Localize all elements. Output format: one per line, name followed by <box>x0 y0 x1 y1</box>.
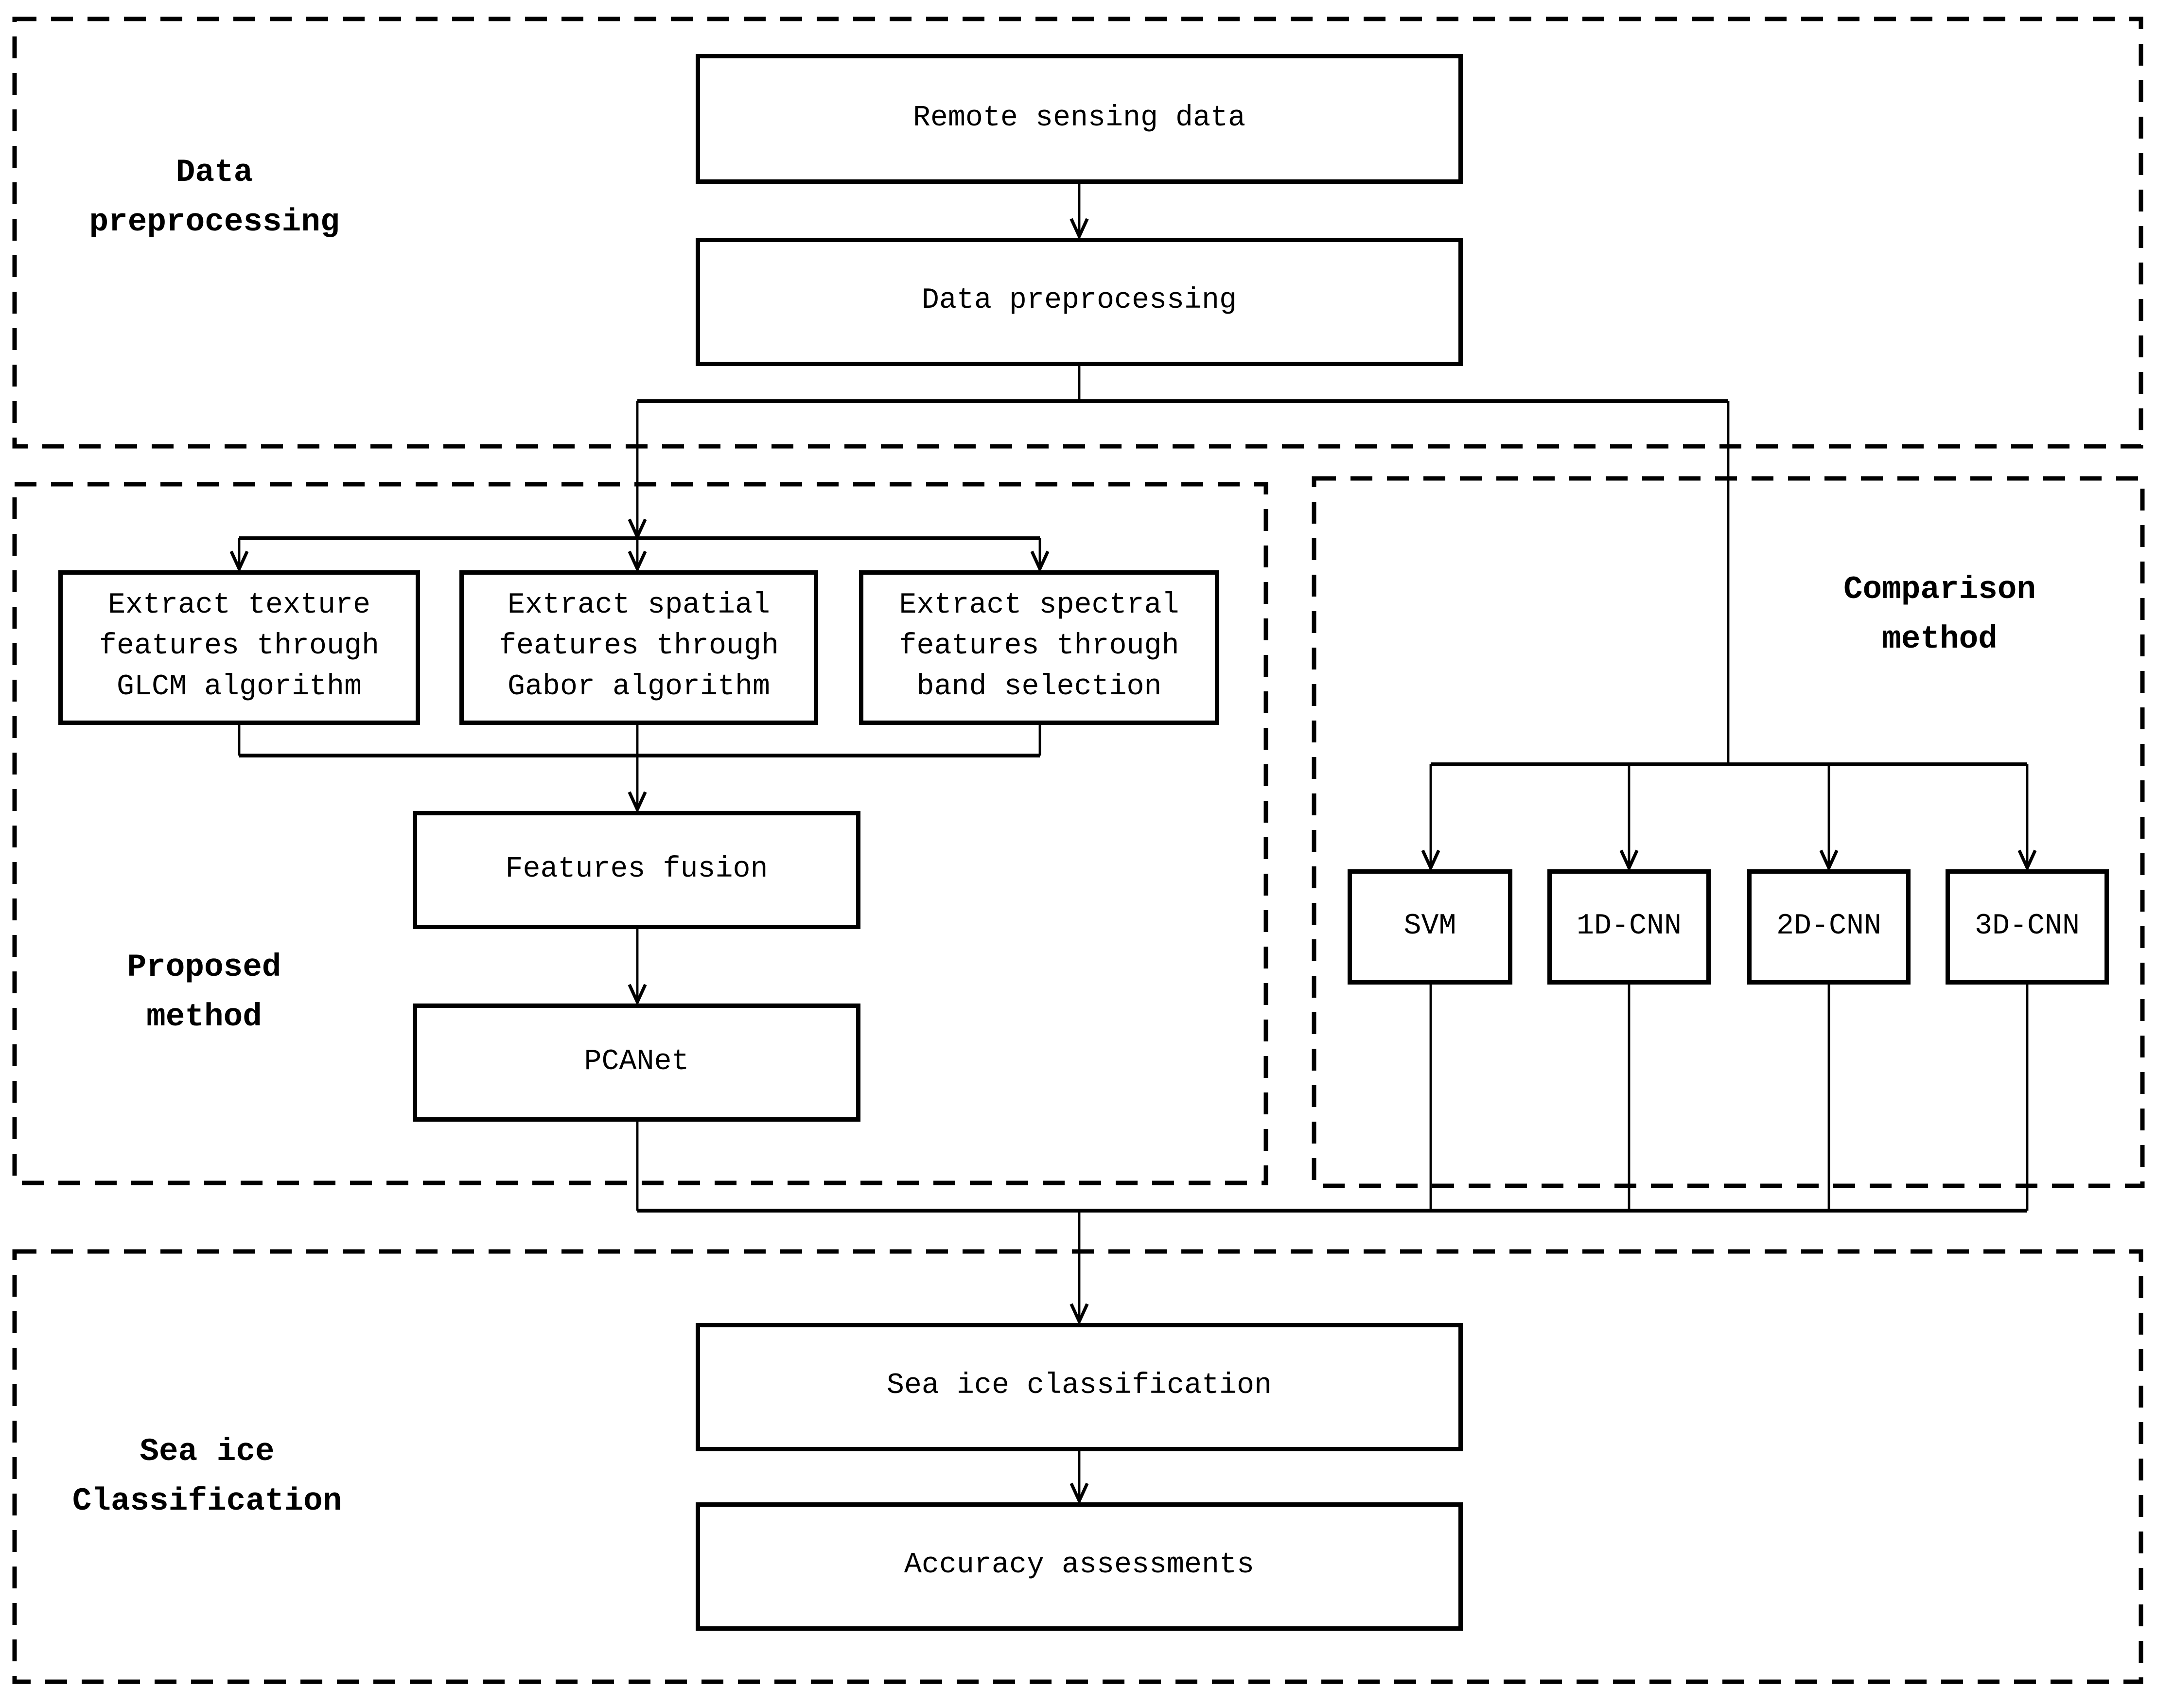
node-3d-cnn: 3D-CNN <box>1946 869 2109 985</box>
connector-lines <box>238 184 2029 1499</box>
node-pcanet: PCANet <box>413 1004 860 1122</box>
node-extract-spectral-band-selection: Extract spectral features through band s… <box>859 570 1219 725</box>
node-svm: SVM <box>1348 869 1512 985</box>
arrowheads <box>229 218 2037 1505</box>
section-label-proposed-method: Proposed method <box>127 950 281 1036</box>
section-border-proposed-method <box>12 482 1268 1185</box>
section-border-data-preprocessing <box>12 17 2143 449</box>
node-2d-cnn: 2D-CNN <box>1747 869 1911 985</box>
section-border-sea-ice-classification <box>12 1249 2143 1684</box>
node-extract-texture-glcm: Extract texture features through GLCM al… <box>58 570 420 725</box>
section-label-comparison-method: Comparison method <box>1843 572 2036 658</box>
node-extract-spatial-gabor: Extract spatial features through Gabor a… <box>459 570 818 725</box>
node-data-preprocessing: Data preprocessing <box>696 238 1463 366</box>
node-features-fusion: Features fusion <box>413 811 860 929</box>
section-label-sea-ice-classification: Sea ice Classification <box>72 1434 342 1520</box>
connector-rails <box>239 399 2027 1213</box>
node-1d-cnn: 1D-CNN <box>1547 869 1711 985</box>
section-label-data-preprocessing: Data preprocessing <box>89 155 340 241</box>
node-accuracy-assessments: Accuracy assessments <box>696 1502 1463 1631</box>
section-borders <box>12 17 2145 1684</box>
node-remote-sensing-data: Remote sensing data <box>696 54 1463 184</box>
node-sea-ice-classification: Sea ice classification <box>696 1323 1463 1451</box>
